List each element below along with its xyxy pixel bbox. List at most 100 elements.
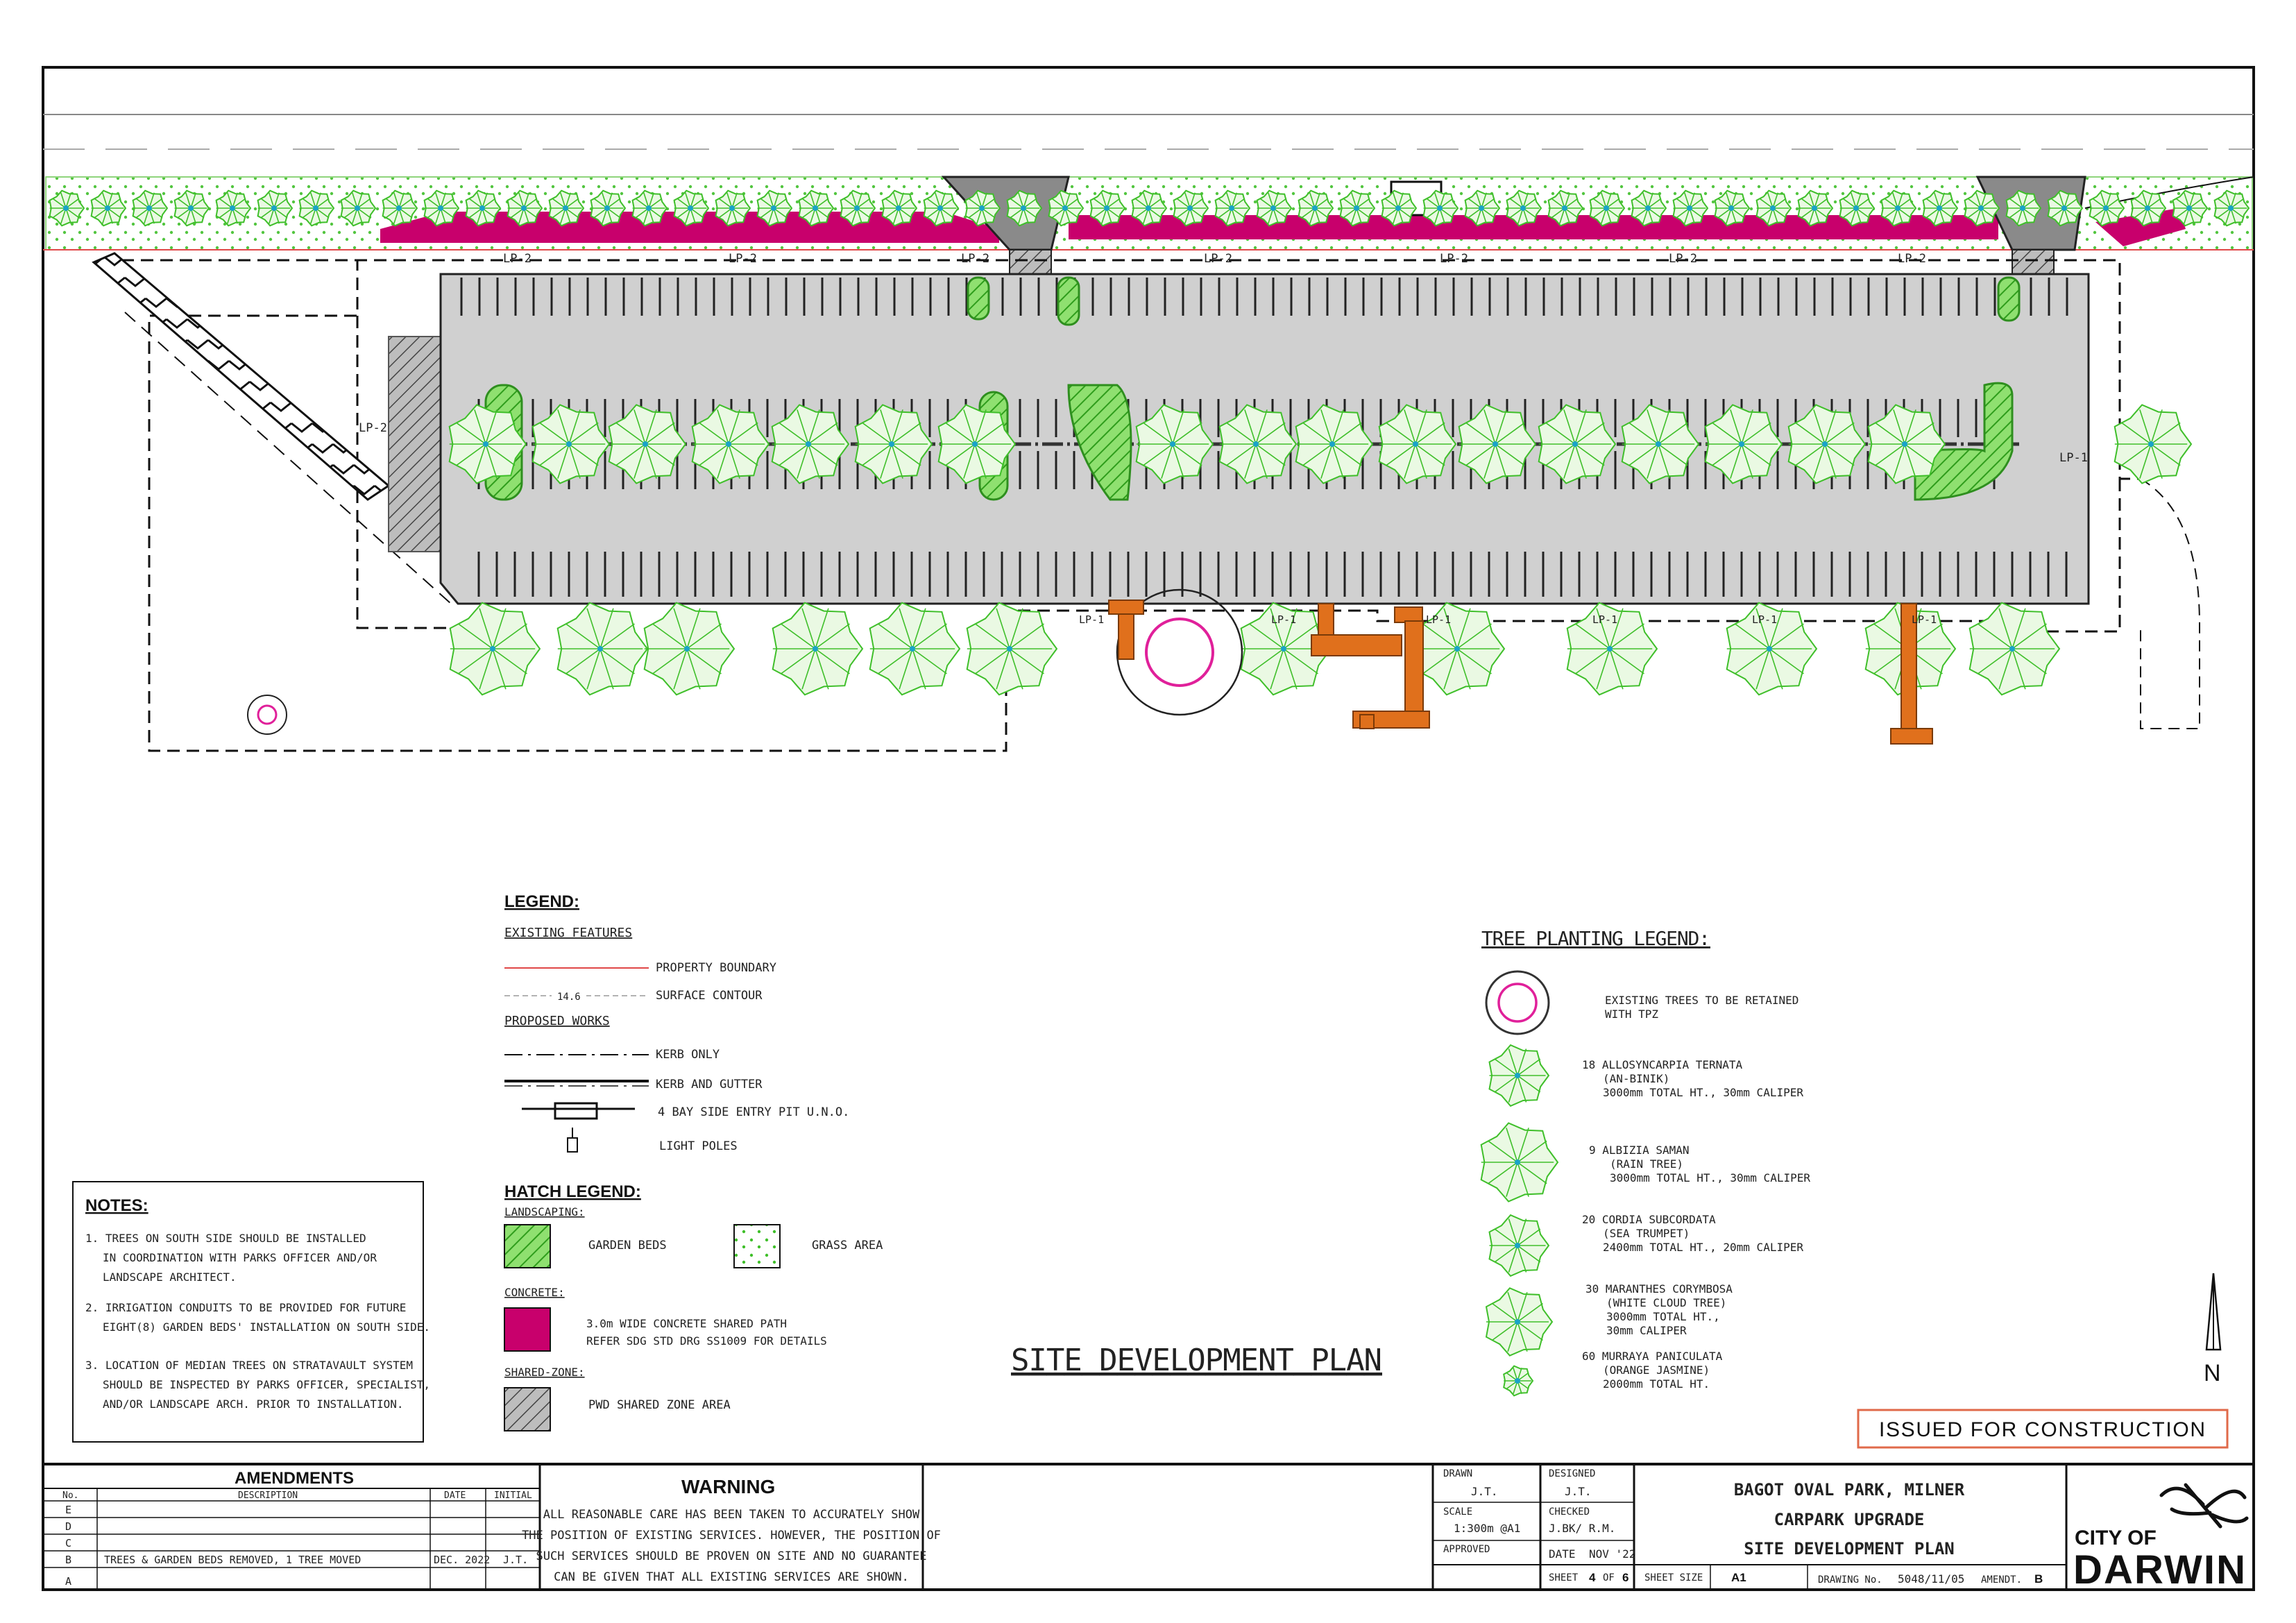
tree-legend-line: 30mm CALIPER [1606, 1324, 1687, 1337]
hatch-grass-area: GRASS AREA [812, 1239, 883, 1252]
tree-icon [90, 189, 127, 227]
tree-icon [1378, 404, 1457, 484]
tree-icon [1218, 404, 1298, 484]
tree-icon [1295, 404, 1374, 484]
sheet-total: 6 [1622, 1571, 1629, 1584]
tree-icon [1755, 189, 1792, 227]
tree-legend-line: 3000mm TOTAL HT., [1606, 1310, 1720, 1323]
note-line: SHOULD BE INSPECTED BY PARKS OFFICER, SP… [103, 1378, 430, 1391]
date-value: NOV '22 [1589, 1547, 1635, 1561]
light-pole-label: LP-2 [729, 252, 757, 266]
tree-icon [937, 404, 1017, 484]
light-pole-label: LP-2 [359, 421, 387, 435]
legend-contour-value: 14.6 [557, 992, 581, 1003]
existing-tree-tpz [247, 588, 1243, 735]
light-pole-label: LP-2 [503, 252, 532, 266]
amend-row-no: B [65, 1554, 71, 1566]
legend-side-entry-pit: 4 BAY SIDE ENTRY PIT U.N.O. [658, 1105, 849, 1119]
tree-icon [1089, 189, 1126, 227]
tree-legend-line: WITH TPZ [1605, 1008, 1658, 1021]
legend-section: LEGEND: EXISTING FEATURES PROPERTY BOUND… [504, 892, 883, 1431]
note-line: IN COORDINATION WITH PARKS OFFICER AND/O… [103, 1251, 377, 1264]
project-line-3: SITE DEVELOPMENT PLAN [1744, 1539, 1954, 1558]
tree-icon [1503, 1365, 1534, 1397]
amend-row-desc: TREES & GARDEN BEDS REMOVED, 1 TREE MOVE… [104, 1554, 361, 1566]
legend-title: LEGEND: [504, 892, 579, 911]
tree-legend-line: (SEA TRUMPET) [1603, 1227, 1690, 1240]
tree-icon [1256, 189, 1293, 227]
note-line: LANDSCAPE ARCHITECT. [103, 1271, 237, 1284]
warning-line: ALL REASONABLE CARE HAS BEEN TAKEN TO AC… [543, 1508, 920, 1522]
tree-legend-line: 9 ALBIZIA SAMAN [1589, 1144, 1690, 1157]
legend-light-poles: LIGHT POLES [659, 1139, 738, 1153]
legend-existing-features: EXISTING FEATURES [504, 926, 632, 940]
tree-icon [756, 189, 793, 227]
parking-bays-north [460, 278, 2068, 316]
approved-label: APPROVED [1443, 1544, 1490, 1555]
light-pole-label: LP-2 [1440, 252, 1468, 266]
south-trees [449, 602, 2061, 696]
amendt-label: AMENDT. [1981, 1574, 2022, 1586]
hatch-shared-zone-desc: PWD SHARED ZONE AREA [588, 1398, 731, 1412]
amend-row-no: D [65, 1520, 71, 1533]
tree-icon [2114, 404, 2193, 484]
light-pole-label: LP-1 [1752, 613, 1777, 626]
warning-line: CAN BE GIVEN THAT ALL EXISTING SERVICES … [554, 1570, 909, 1584]
tree-icon [1464, 189, 1501, 227]
city-of-darwin-logo: CITY OF DARWIN [2073, 1483, 2249, 1592]
tree-icon [548, 189, 585, 227]
notes-box: NOTES: 1. TREES ON SOUTH SIDE SHOULD BE … [72, 1181, 430, 1443]
hatch-concrete-desc-1: 3.0m WIDE CONCRETE SHARED PATH [586, 1317, 787, 1330]
note-line: 3. LOCATION OF MEDIAN TREES ON STRATAVAU… [85, 1359, 413, 1372]
note-line: EIGHT(8) GARDEN BEDS' INSTALLATION ON SO… [103, 1320, 430, 1334]
logo-top-text: CITY OF [2075, 1527, 2157, 1549]
tree-icon [1714, 189, 1751, 227]
tree-legend-line: 20 CORDIA SUBCORDATA [1582, 1213, 1716, 1226]
tree-icon [465, 189, 502, 227]
tree-icon [923, 189, 960, 227]
light-pole-label: LP-2 [1898, 252, 1926, 266]
shared-zone-swatch [504, 1387, 551, 1431]
amend-row-initial: J.T. [503, 1554, 528, 1566]
drawing-no-label: DRAWING No. [1818, 1574, 1882, 1586]
tree-icon [2130, 189, 2167, 227]
tree-icon [1458, 404, 1537, 484]
warning-title: WARNING [681, 1476, 775, 1497]
tree-icon [643, 602, 735, 696]
tree-legend-title: TREE PLANTING LEGEND: [1481, 927, 1710, 950]
tree-icon [1480, 1122, 1559, 1203]
amend-col-date: DATE [444, 1490, 466, 1501]
hatch-concrete-desc-2: REFER SDG STD DRG SS1009 FOR DETAILS [586, 1334, 827, 1348]
tree-icon [1704, 404, 1783, 484]
tree-icon [1787, 404, 1866, 484]
tree-icon [340, 189, 377, 227]
tree-icon [298, 189, 335, 227]
stormwater-pits [1108, 600, 1933, 745]
grass-area-swatch [733, 1224, 781, 1268]
tree-icon [1422, 189, 1459, 227]
amend-row-no: E [65, 1504, 71, 1516]
tree-legend-section: TREE PLANTING LEGEND: EXISTING TREES TO … [1480, 927, 1810, 1397]
amend-col-initial: INITIAL [494, 1490, 532, 1501]
tree-icon [423, 189, 460, 227]
verge-trees [49, 189, 2250, 227]
light-pole-symbol [567, 1128, 578, 1153]
title-block [43, 1463, 2254, 1590]
tree-icon [590, 189, 627, 227]
hatch-concrete: CONCRETE: [504, 1286, 565, 1299]
tree-icon [1135, 404, 1214, 484]
checked-label: CHECKED [1549, 1506, 1590, 1518]
project-line-1: BAGOT OVAL PARK, MILNER [1734, 1480, 1965, 1499]
designed-label: DESIGNED [1549, 1468, 1595, 1479]
tree-icon [2047, 189, 2084, 227]
tree-icon [215, 189, 252, 227]
tree-icon [2089, 189, 2125, 227]
tree-icon [869, 602, 961, 696]
amend-row-date: DEC. 2022 [434, 1554, 490, 1566]
garden-beds-swatch [504, 1224, 551, 1268]
tree-icon [881, 189, 918, 227]
note-line: AND/OR LANDSCAPE ARCH. PRIOR TO INSTALLA… [103, 1397, 403, 1411]
checked-value: J.BK/ R.M. [1549, 1522, 1615, 1535]
tree-icon [966, 602, 1058, 696]
